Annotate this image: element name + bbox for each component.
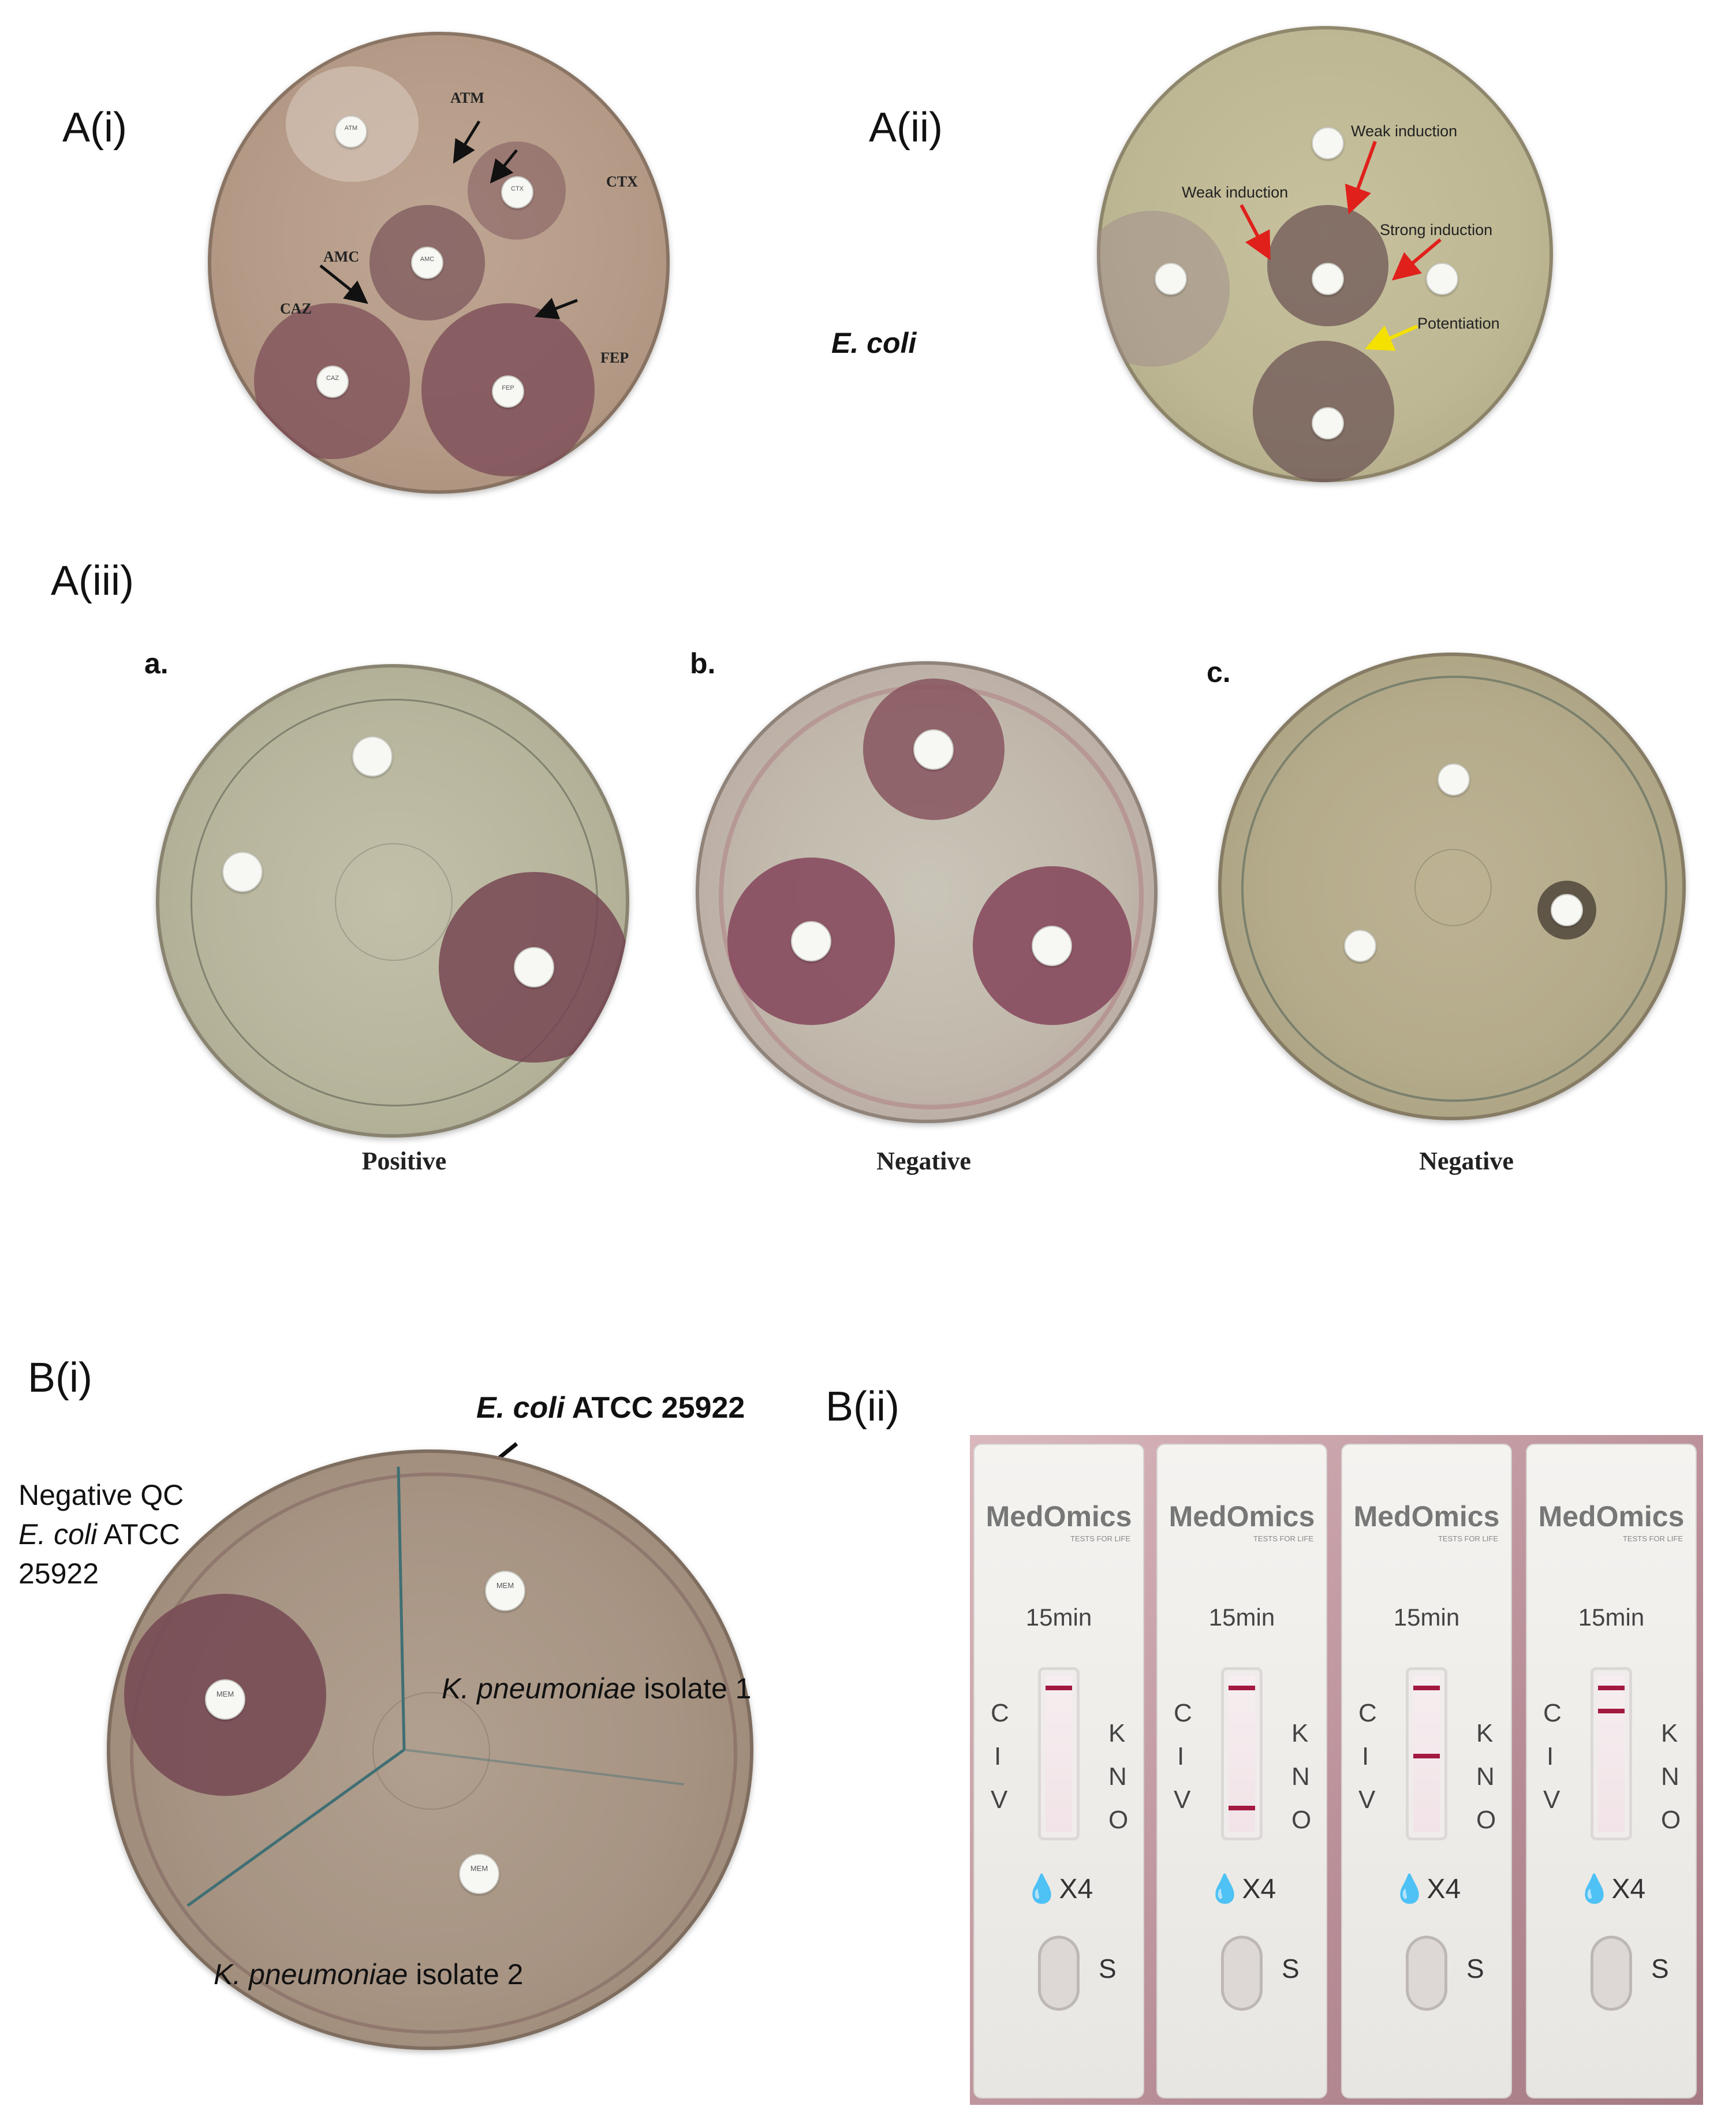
sample-well: [1406, 1936, 1447, 2011]
drop-icon: 💧: [1392, 1874, 1427, 1904]
result-b: Negative: [876, 1147, 971, 1175]
result-window: [1221, 1667, 1263, 1840]
label-ctx: CTX: [606, 173, 638, 190]
antibiotic-disk-caz: CAZ: [316, 366, 349, 398]
label-fep: FEP: [600, 349, 629, 366]
label-negative-qc: Negative QC E. coli ATCC 25922: [18, 1479, 184, 1590]
arrow-caz: [319, 264, 368, 304]
subpanel-label-a: a.: [144, 647, 169, 680]
drop-icon: 💧: [1577, 1874, 1612, 1904]
antibiotic-disk-fep: FEP: [492, 375, 524, 408]
result-a: Positive: [361, 1147, 447, 1175]
antibiotic-disk-left: [1155, 263, 1187, 295]
petri-dish-a-ii: [1097, 26, 1553, 482]
result-window: [1406, 1667, 1447, 1840]
drop-count: 💧X4: [1024, 1874, 1093, 1904]
label-caz: CAZ: [280, 300, 312, 317]
antibiotic-disk-right: [1426, 263, 1458, 295]
red-arrow-right: [1391, 238, 1442, 281]
drop-icon: 💧: [1207, 1874, 1242, 1904]
petri-dish-a-iii-c: [1218, 653, 1686, 1120]
arrow-fep: [534, 297, 578, 319]
subpanel-label-b: b.: [690, 647, 716, 680]
disk-a: [352, 736, 393, 777]
antibiotic-disk-center: [1312, 263, 1344, 295]
disk-c: [1551, 894, 1583, 926]
petri-dish-a-iii-b: [696, 661, 1158, 1123]
timer-label: 15min: [1025, 1604, 1092, 1631]
antibiotic-disk-bottom: [1312, 407, 1344, 439]
panel-label-b-ii: B(ii): [826, 1384, 899, 1430]
label-amc: AMC: [323, 248, 360, 265]
disk-c: [1032, 926, 1072, 966]
result-window: [1038, 1667, 1080, 1840]
label-weak-induction-left: Weak induction: [1182, 184, 1289, 201]
test-strip-3: MedOmics TESTS FOR LIFE 15min C I V K N …: [1342, 1445, 1511, 2097]
panel-label-a-iii: A(iii): [51, 558, 134, 604]
petri-dish-b-i: MEM MEM MEM: [107, 1449, 753, 2050]
subpanel-label-c: c.: [1207, 656, 1231, 688]
disk-d: [791, 921, 831, 961]
sample-well: [1038, 1936, 1080, 2011]
arrow-atm-2: [490, 149, 518, 184]
mem-disk-qc: MEM: [205, 1679, 245, 1720]
label-k-pneumoniae-isolate-1: K. pneumoniae isolate 1: [442, 1672, 752, 1705]
arrows-a-i: [319, 120, 578, 319]
test-strip-1: MedOmics TESTS FOR LIFE 15min C I V K N …: [975, 1445, 1143, 2097]
antibiotic-disk-atm: ATM: [335, 115, 367, 148]
disk-b: [1344, 930, 1376, 962]
label-potentiation: Potentiation: [1417, 315, 1500, 332]
label-e-coli-a-ii: E. coli: [831, 327, 917, 359]
antibiotic-disk-top: [1312, 127, 1344, 159]
arrows-a-ii: [1240, 140, 1442, 351]
petri-dish-a-i: ATM CTX AMC CAZ FEP: [208, 32, 670, 494]
label-e-coli-atcc-top: E. coli ATCC 25922: [476, 1391, 745, 1425]
sample-well: [1591, 1936, 1632, 2011]
disk-c: [514, 947, 554, 987]
red-arrow-left: [1240, 204, 1271, 260]
disk-a: [913, 729, 954, 770]
mem-disk-isolate-2: MEM: [459, 1854, 499, 1894]
test-strip-4: MedOmics TESTS FOR LIFE 15min C I V K N …: [1527, 1445, 1696, 2097]
disk-a: [1438, 763, 1470, 796]
red-arrow-top: [1345, 140, 1377, 215]
label-k-pneumoniae-isolate-2: K. pneumoniae isolate 2: [214, 1958, 524, 1991]
panel-label-a-ii: A(ii): [869, 105, 943, 151]
disk-b: [222, 852, 263, 892]
mem-disk-isolate-1: MEM: [485, 1571, 525, 1611]
result-c: Negative: [1419, 1147, 1514, 1175]
yellow-arrow: [1365, 325, 1418, 351]
test-strip-2: MedOmics TESTS FOR LIFE 15min C I V K N …: [1158, 1445, 1326, 2097]
sector-divider-lines: [186, 1466, 685, 1907]
arrow-atm-1: [453, 120, 481, 164]
label-atm: ATM: [450, 90, 484, 106]
drop-icon: 💧: [1024, 1874, 1059, 1904]
label-strong-induction: Strong induction: [1380, 221, 1493, 238]
petri-dish-a-iii-a: [156, 664, 629, 1138]
antibiotic-disk-amc: AMC: [411, 247, 443, 279]
result-window: [1591, 1667, 1632, 1840]
panel-label-b-i: B(i): [28, 1355, 92, 1401]
label-weak-induction-top: Weak induction: [1351, 122, 1458, 140]
panel-label-a-i: A(i): [62, 105, 127, 151]
brand-logo: MedOmics: [985, 1500, 1132, 1533]
sample-well: [1221, 1936, 1263, 2011]
